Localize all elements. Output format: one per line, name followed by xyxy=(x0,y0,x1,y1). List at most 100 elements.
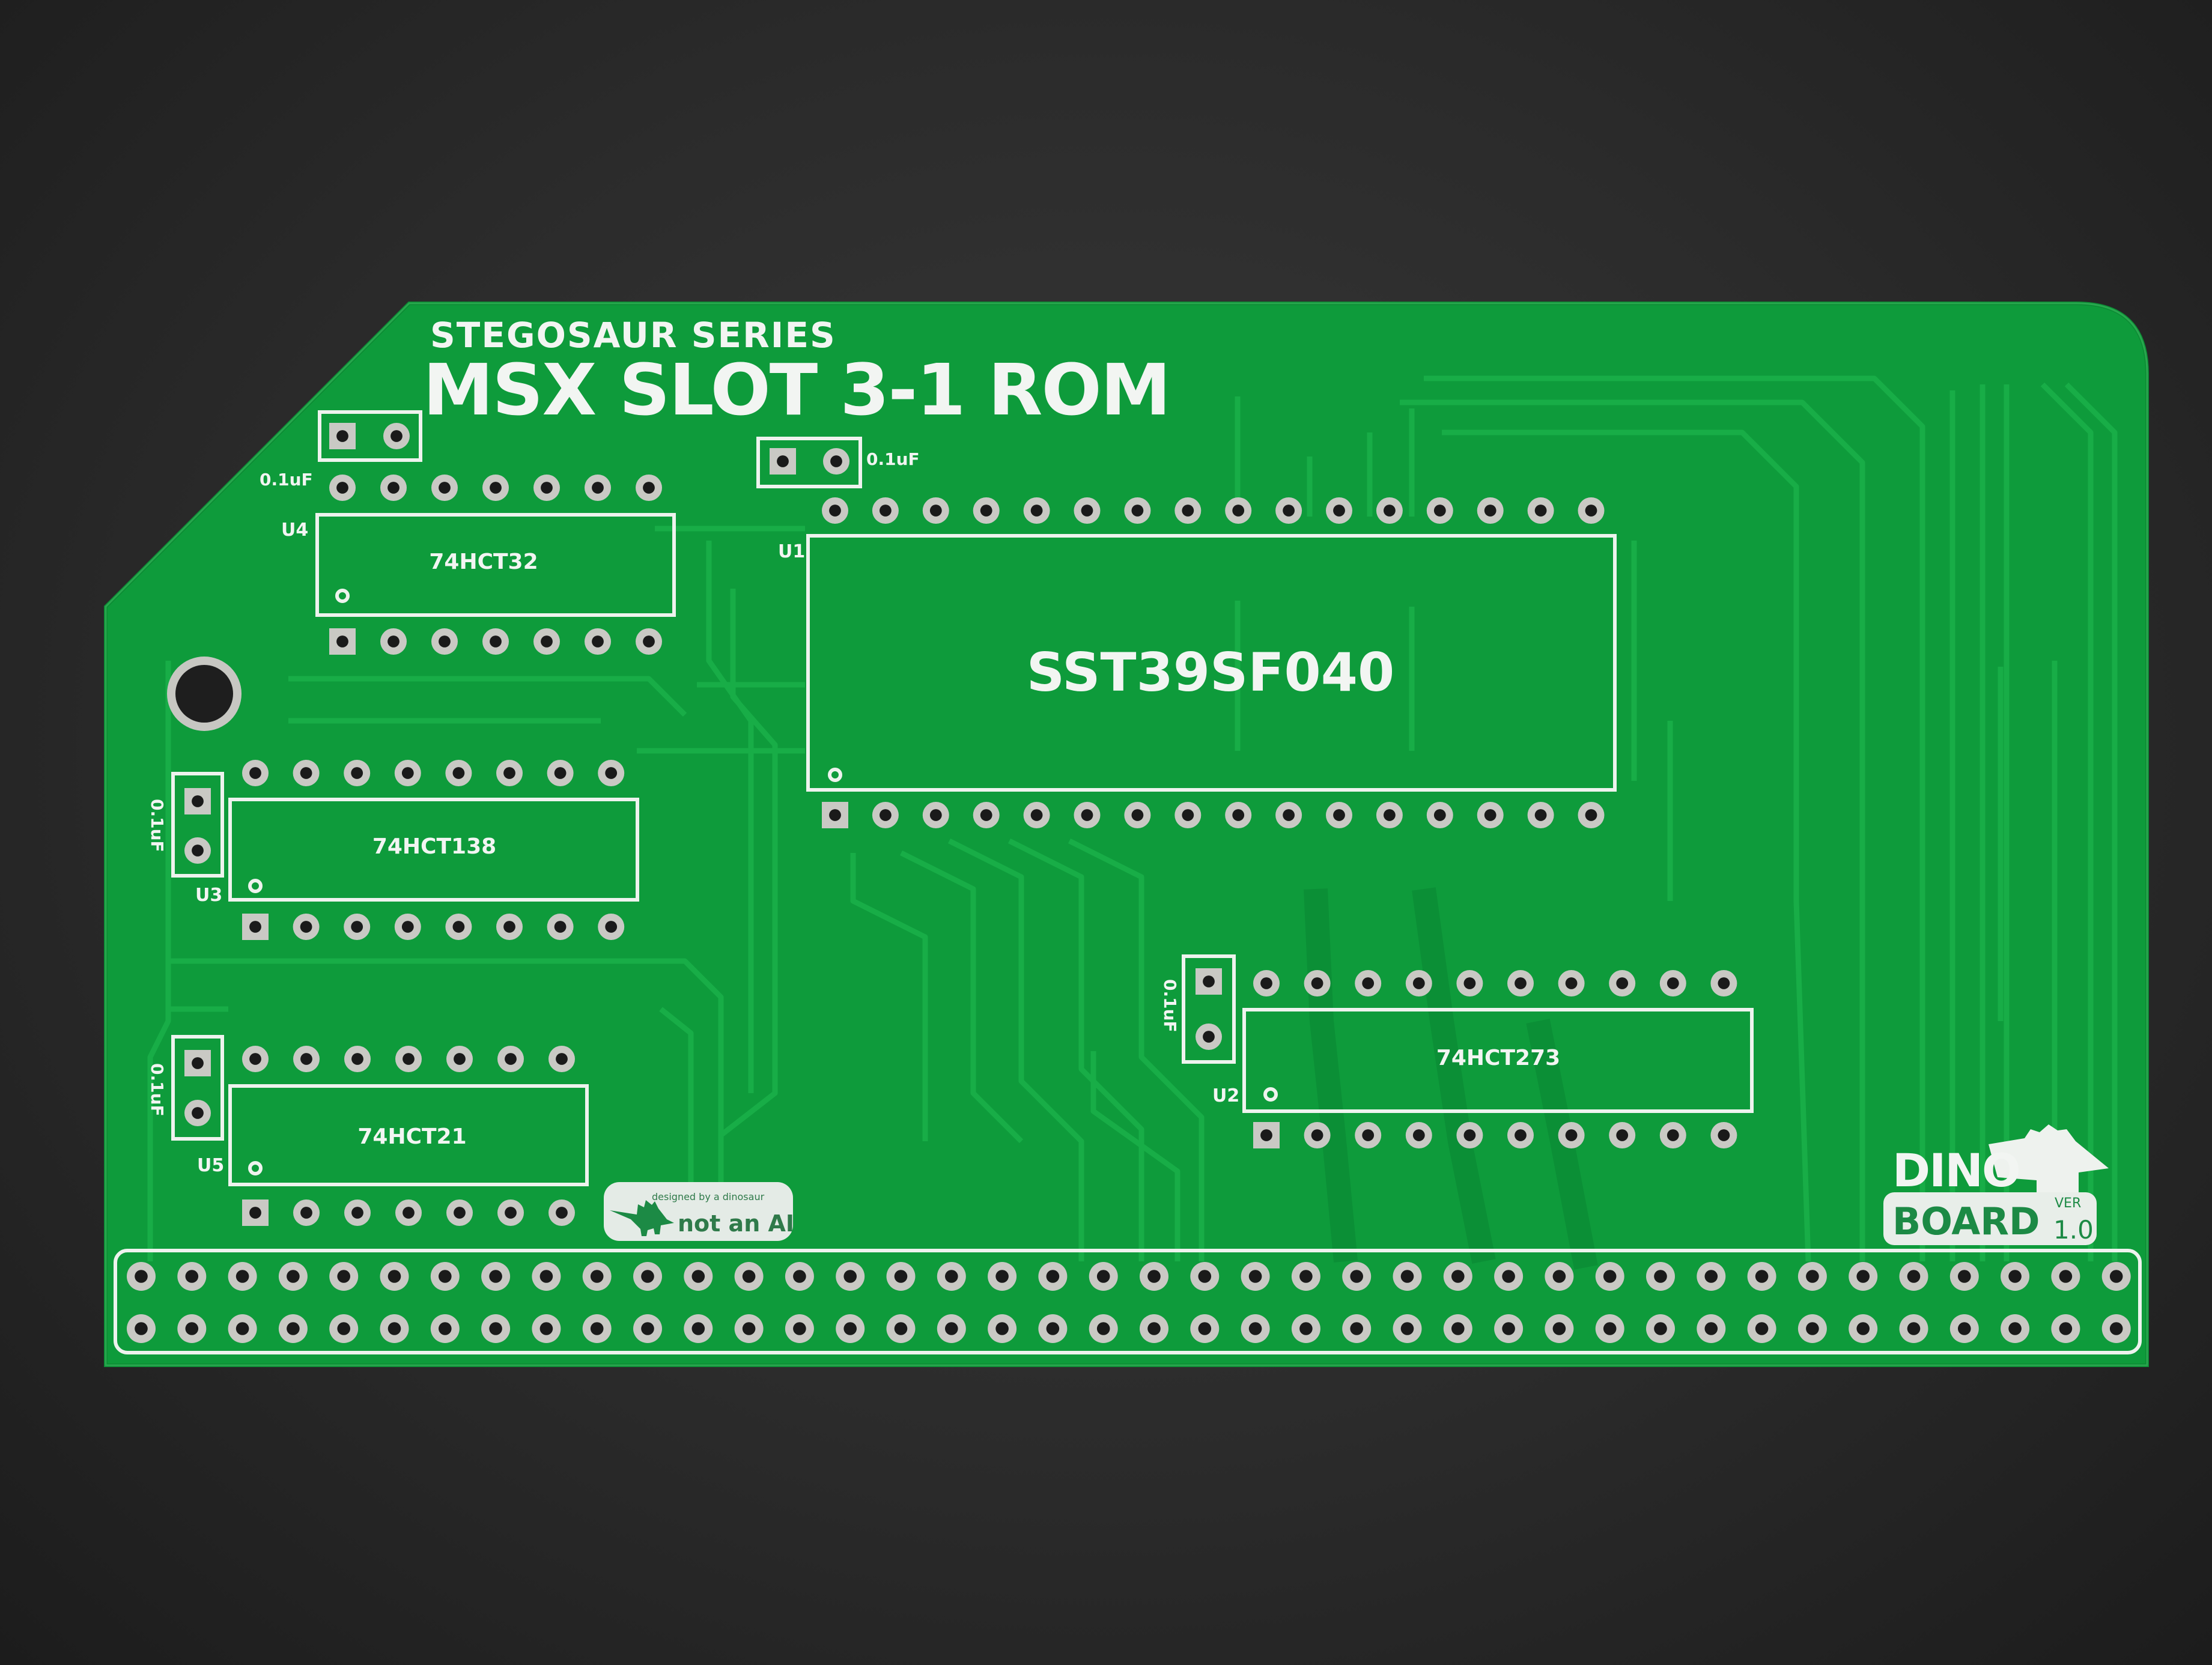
chip-part-label: 74HCT273 xyxy=(1436,1046,1560,1070)
solder-pad xyxy=(886,1262,916,1291)
solder-pad xyxy=(1038,1262,1068,1291)
solder-pad xyxy=(836,1262,865,1291)
solder-pad xyxy=(1174,497,1202,524)
solder-pad xyxy=(1140,1314,1168,1343)
solder-pad xyxy=(1393,1262,1422,1291)
solder-pad xyxy=(1376,802,1403,828)
solder-pad xyxy=(481,1262,511,1291)
solder-pad xyxy=(1659,970,1686,996)
capacitor-value: 0.1uF xyxy=(147,799,167,852)
solder-pad xyxy=(1023,497,1050,524)
capacitor-u2: 0.1uF xyxy=(1160,954,1236,1064)
solder-pad xyxy=(988,1262,1017,1291)
solder-pad xyxy=(785,1314,814,1343)
solder-pad xyxy=(395,1199,422,1226)
solder-pad xyxy=(1899,1314,1928,1343)
solder-pad xyxy=(1849,1314,1878,1343)
solder-pad xyxy=(1304,970,1331,996)
logo-ver-label: VER xyxy=(2055,1196,2081,1211)
solder-pad xyxy=(1405,970,1432,996)
solder-pad xyxy=(1342,1262,1372,1291)
solder-pad xyxy=(127,1314,156,1343)
solder-pad xyxy=(734,1314,764,1343)
solder-pad xyxy=(1196,968,1222,995)
solder-pad xyxy=(177,1314,207,1343)
solder-pad xyxy=(446,1199,473,1226)
capacitor-u3: 0.1uF xyxy=(147,772,224,878)
chip-ref-label: U3 xyxy=(195,885,222,906)
solder-pad xyxy=(1174,802,1202,828)
mounting-hole xyxy=(167,657,242,731)
capacitor-value: 0.1uF xyxy=(147,1063,167,1117)
solder-pad xyxy=(430,1314,460,1343)
solder-pad xyxy=(1190,1314,1220,1343)
solder-pad xyxy=(329,1262,359,1291)
solder-pad xyxy=(1697,1262,1726,1291)
solder-pad xyxy=(344,914,371,940)
solder-pad xyxy=(431,628,458,655)
capacitor-u5: 0.1uF xyxy=(147,1035,224,1141)
solder-pad xyxy=(1355,970,1382,996)
solder-pad xyxy=(344,1046,371,1072)
edge-connector-outline xyxy=(114,1249,2142,1354)
solder-pad xyxy=(228,1314,257,1343)
chip-u3: 74HCT138 U3 xyxy=(195,798,639,906)
solder-pad xyxy=(1710,1122,1737,1148)
solder-pad xyxy=(1196,1024,1222,1050)
chip-part-label: 74HCT32 xyxy=(429,550,538,574)
capacitor-value: 0.1uF xyxy=(1160,979,1180,1033)
solder-pad xyxy=(684,1262,713,1291)
solder-pad xyxy=(1241,1314,1270,1343)
solder-pad xyxy=(242,760,269,786)
chip-ref-label: U4 xyxy=(281,520,308,541)
solder-pad xyxy=(1393,1314,1422,1343)
solder-pad xyxy=(1949,1314,1979,1343)
solder-pad xyxy=(1190,1262,1220,1291)
solder-pad xyxy=(496,914,523,940)
solder-pad xyxy=(1326,802,1352,828)
logo-line2: BOARD xyxy=(1892,1199,2040,1243)
solder-pad xyxy=(445,760,472,786)
solder-pad xyxy=(548,1199,575,1226)
logo-version: 1.0 xyxy=(2053,1215,2094,1245)
solder-pad xyxy=(1089,1314,1118,1343)
solder-pad xyxy=(633,1314,662,1343)
solder-pad xyxy=(1527,497,1554,524)
solder-pad xyxy=(242,1199,269,1226)
chip-part-label: SST39SF040 xyxy=(1027,641,1394,703)
solder-pad xyxy=(1355,1122,1382,1148)
solder-pad xyxy=(482,475,509,501)
solder-pad xyxy=(585,628,611,655)
solder-pad xyxy=(1710,970,1737,996)
solder-pad xyxy=(1023,802,1050,828)
solder-pad xyxy=(1507,970,1534,996)
solder-pad xyxy=(2051,1314,2080,1343)
solder-pad xyxy=(242,914,269,940)
chip-part-label: 74HCT21 xyxy=(357,1124,466,1149)
solder-pad xyxy=(1558,1122,1585,1148)
chip-u1: SST39SF040 U1 xyxy=(778,534,1617,792)
solder-pad xyxy=(482,628,509,655)
solder-pad xyxy=(1275,802,1302,828)
solder-pad xyxy=(2001,1262,2030,1291)
solder-pad xyxy=(1426,802,1453,828)
solder-pad xyxy=(1253,1122,1280,1148)
solder-pad xyxy=(1140,1262,1168,1291)
solder-pad xyxy=(1275,497,1302,524)
solder-pad xyxy=(922,497,949,524)
solder-pad xyxy=(293,1199,320,1226)
solder-pad xyxy=(822,497,848,524)
solder-pad xyxy=(1646,1262,1675,1291)
solder-pad xyxy=(770,448,796,475)
solder-pad xyxy=(1527,802,1554,828)
solder-pad xyxy=(1797,1262,1827,1291)
solder-pad xyxy=(242,1046,269,1072)
solder-pad xyxy=(380,1262,409,1291)
solder-pad xyxy=(1241,1262,1270,1291)
solder-pad xyxy=(184,837,211,864)
stegosaurus-icon xyxy=(610,1200,674,1236)
solder-pad xyxy=(1038,1314,1068,1343)
solder-pad xyxy=(1456,970,1483,996)
solder-pad xyxy=(1342,1314,1372,1343)
solder-pad xyxy=(1443,1314,1472,1343)
